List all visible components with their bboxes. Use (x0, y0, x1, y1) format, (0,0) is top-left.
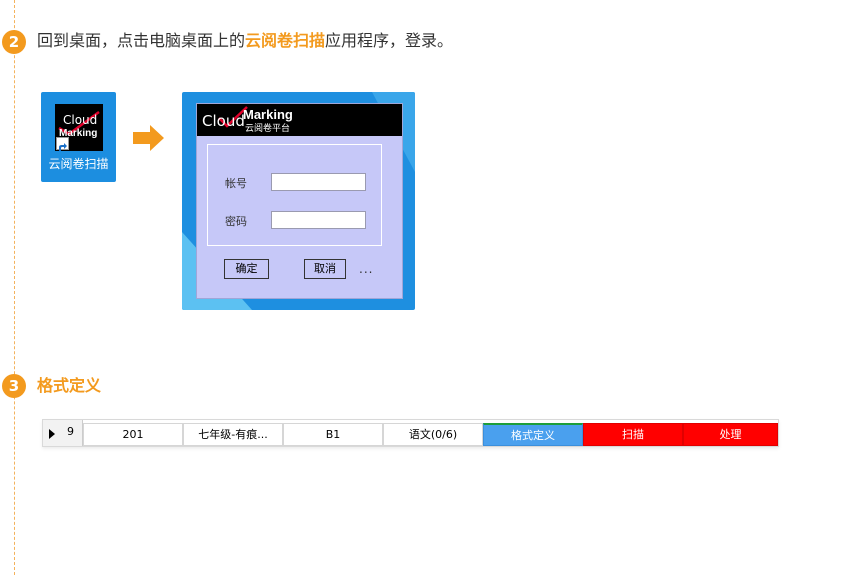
step-2-text-before: 回到桌面，点击电脑桌面上的 (37, 31, 246, 50)
table-cell: B1 (283, 423, 383, 446)
password-input[interactable] (271, 211, 366, 229)
format-definition-button[interactable]: 格式定义 (483, 423, 583, 446)
header-cloud-text: Cloud (202, 112, 245, 130)
process-button[interactable]: 处理 (683, 423, 778, 446)
table-cell: 七年级-有痕... (183, 423, 283, 446)
account-input[interactable] (271, 173, 366, 191)
scan-button[interactable]: 扫描 (583, 423, 683, 446)
step-2-badge: 2 (2, 30, 26, 54)
desktop-shortcut-label: 云阅卷扫描 (48, 157, 109, 171)
row-header: 9 (43, 420, 83, 446)
login-screenshot: Cloud Marking 云阅卷平台 帐号 密码 确定 取消 ... (182, 92, 415, 310)
step-2-text-after: 应用程序，登录。 (325, 31, 454, 50)
step-2-instruction: 回到桌面，点击电脑桌面上的云阅卷扫描应用程序，登录。 (37, 30, 453, 52)
logo-cloud-text: Cloud (63, 113, 98, 127)
table-cell: 201 (83, 423, 183, 446)
login-window: Cloud Marking 云阅卷平台 帐号 密码 确定 取消 ... (196, 103, 403, 299)
step-guide-line (14, 0, 15, 575)
right-arrow-icon (133, 125, 164, 151)
step-3-badge: 3 (2, 374, 26, 398)
header-subtitle: 云阅卷平台 (245, 124, 291, 134)
shortcut-arrow-icon (56, 137, 69, 151)
cancel-button[interactable]: 取消 (304, 259, 346, 279)
table-cell: 语文(0/6) (383, 423, 483, 446)
confirm-button[interactable]: 确定 (224, 259, 269, 279)
more-options-button[interactable]: ... (359, 262, 374, 276)
password-label: 密码 (225, 215, 247, 228)
login-form: 帐号 密码 (207, 144, 382, 246)
login-header-logo: Cloud Marking 云阅卷平台 (197, 104, 402, 136)
step-3-title: 格式定义 (37, 376, 102, 395)
row-pointer-icon (49, 429, 55, 439)
step-2-app-name: 云阅卷扫描 (245, 31, 326, 50)
check-mark-icon (58, 110, 100, 136)
header-marking-text: Marking (243, 107, 293, 122)
header-check-mark-icon (218, 106, 248, 128)
logo-marking-text: Marking (59, 128, 98, 139)
account-label: 帐号 (225, 177, 247, 190)
table-row: 9 201 七年级-有痕... B1 语文(0/6) 格式定义 扫描 处理 (42, 419, 779, 447)
row-number: 9 (67, 425, 74, 438)
desktop-shortcut-icon[interactable]: Cloud Marking 云阅卷扫描 (41, 92, 116, 182)
